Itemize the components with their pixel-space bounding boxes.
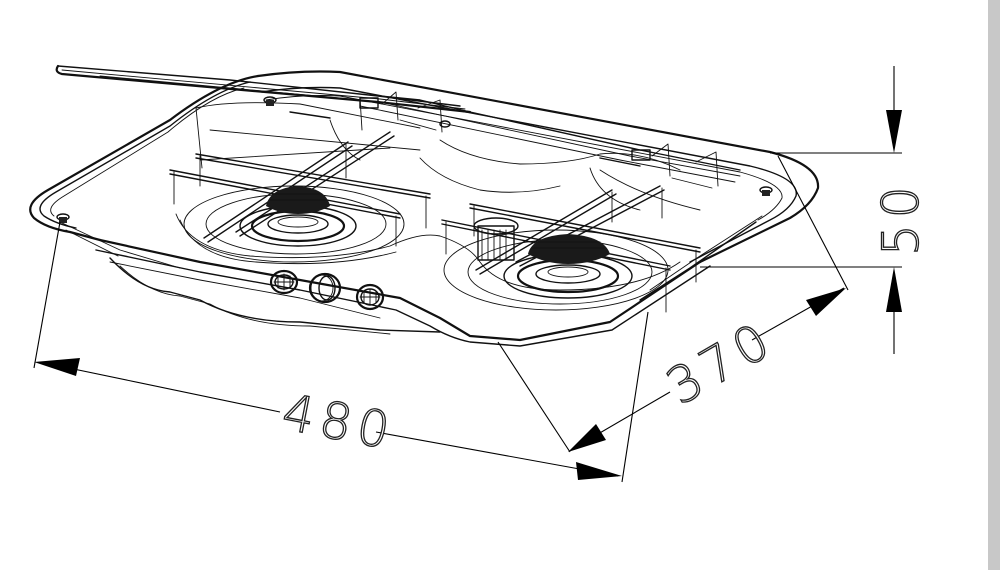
screw-icon: [439, 120, 451, 128]
glass-lid: [55, 64, 741, 183]
screw-icon: [56, 213, 70, 223]
depth-dimension-label: 370: [657, 309, 784, 416]
window-edge-strip: [988, 0, 1000, 570]
arrow-up-icon: [886, 267, 902, 312]
pan-support-left: [169, 131, 431, 247]
arrow-down-icon: [886, 110, 902, 153]
width-dimension-label: 480: [278, 383, 400, 462]
tray-rim: [29, 70, 820, 347]
arrow-down-left-icon: [568, 424, 606, 452]
screw-icon: [263, 96, 277, 106]
arrow-up-right-icon: [806, 288, 846, 316]
hob-well: [175, 97, 701, 291]
arrow-left-icon: [34, 358, 80, 376]
lid-hinges: [289, 91, 719, 189]
screw-icon: [759, 186, 773, 196]
arrow-right-icon: [576, 462, 622, 480]
knob-icon: [269, 269, 299, 295]
knob-icon: [308, 272, 342, 304]
fixing-screws: [56, 96, 773, 223]
height-dimension-label: 50: [872, 180, 930, 256]
dimension-height: 50: [700, 66, 931, 354]
burner-right: [443, 217, 669, 311]
knob-icon: [355, 283, 385, 311]
burner-left: [183, 185, 405, 263]
control-knobs: [269, 269, 385, 311]
